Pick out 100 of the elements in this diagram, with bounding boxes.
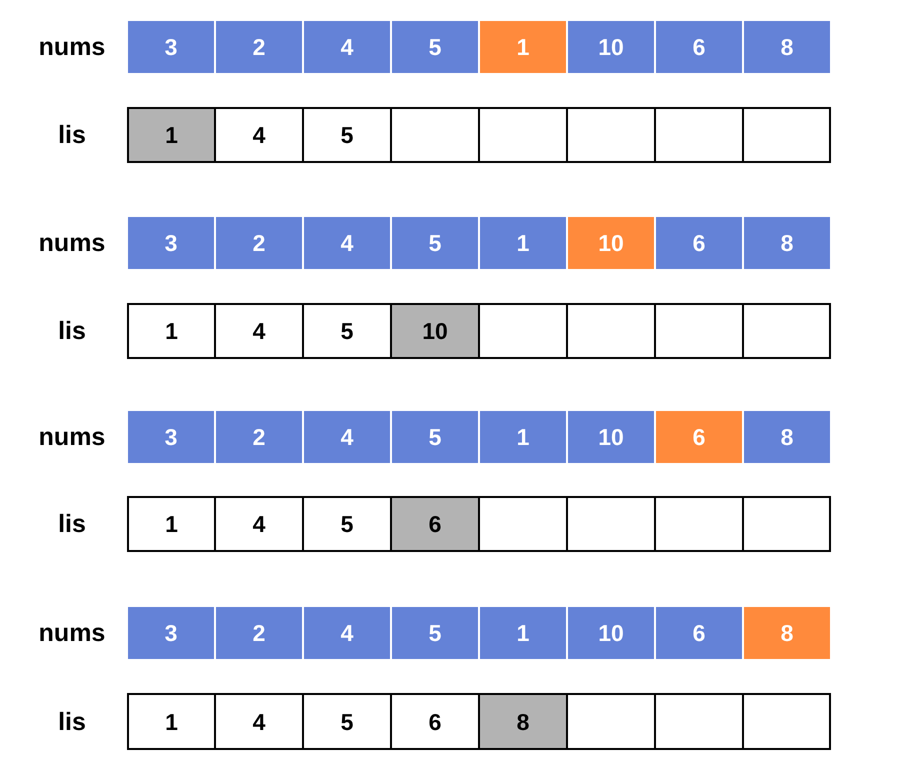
array-cell: [215, 20, 303, 74]
array-cell: [390, 496, 480, 552]
array-cell: [127, 410, 215, 464]
array-cell: [215, 216, 303, 270]
array-cell: [214, 693, 304, 750]
row-label: lis: [57, 120, 87, 150]
array-cell: [214, 496, 304, 552]
row-label: nums: [38, 228, 106, 258]
array-cell: [478, 107, 568, 163]
array-cell: [567, 216, 655, 270]
cell-value: 3: [164, 620, 178, 646]
array-cell: [655, 606, 743, 660]
array-cell: [743, 216, 831, 270]
array-cell: [479, 20, 567, 74]
array-cell: [654, 496, 744, 552]
cell-value: 1: [165, 318, 178, 344]
row-label: nums: [38, 618, 106, 648]
array-cell: [127, 606, 215, 660]
array-cell: [742, 496, 831, 552]
cell-value: 5: [428, 620, 442, 646]
array-cell: [743, 410, 831, 464]
cell-value: 5: [428, 230, 442, 256]
cell-value: 2: [252, 424, 266, 450]
array-cell: [127, 107, 216, 163]
cell-value: 3: [164, 230, 178, 256]
cell-value: 6: [692, 230, 706, 256]
array-cell: [390, 303, 480, 359]
array-cell: [567, 410, 655, 464]
cell-value: 5: [340, 122, 354, 148]
cell-value: 5: [340, 708, 354, 734]
array-cell: [303, 20, 391, 74]
array-cell: [567, 20, 655, 74]
array-cell: [391, 216, 479, 270]
array-cell: [302, 496, 392, 552]
row-label: lis: [57, 509, 87, 539]
cell-value: 5: [340, 511, 354, 537]
cell-value: 2: [252, 34, 266, 60]
cell-value: 5: [340, 318, 354, 344]
array-cell: [127, 693, 216, 750]
array-cell: [127, 216, 215, 270]
cell-value: 6: [692, 620, 706, 646]
array-cell: [127, 303, 216, 359]
cell-value: 8: [780, 424, 794, 450]
cell-value: 1: [516, 230, 530, 256]
cell-value: 10: [598, 34, 624, 60]
array-cell: [303, 410, 391, 464]
cell-value: 6: [692, 424, 706, 450]
array-cell: [214, 107, 304, 163]
array-cell: [479, 410, 567, 464]
cell-value: 10: [598, 230, 624, 256]
array-cell: [566, 107, 656, 163]
cell-value: 2: [252, 230, 266, 256]
array-cell: [478, 496, 568, 552]
array-cell: [303, 606, 391, 660]
cell-value: 4: [252, 122, 266, 148]
array-cell: [742, 693, 831, 750]
array-cell: [743, 606, 831, 660]
cell-value: 4: [340, 424, 354, 450]
cell-value: 1: [165, 511, 178, 537]
row-label: nums: [38, 32, 106, 62]
cell-value: 6: [428, 708, 442, 734]
cell-value: 10: [598, 620, 624, 646]
array-cell: [478, 693, 568, 750]
array-cell: [127, 496, 216, 552]
cell-value: 5: [428, 34, 442, 60]
array-cell: [654, 693, 744, 750]
array-cell: [479, 216, 567, 270]
cell-value: 3: [164, 424, 178, 450]
array-cell: [391, 20, 479, 74]
cell-value: 4: [252, 708, 266, 734]
cell-value: 8: [516, 708, 530, 734]
cell-value: 4: [252, 511, 266, 537]
array-cell: [742, 107, 831, 163]
array-cell: [478, 303, 568, 359]
array-cell: [655, 20, 743, 74]
array-cell: [391, 606, 479, 660]
array-cell: [214, 303, 304, 359]
cell-value: 4: [252, 318, 266, 344]
array-cell: [655, 216, 743, 270]
array-cell: [303, 216, 391, 270]
array-cell: [302, 303, 392, 359]
array-cell: [391, 410, 479, 464]
array-cell: [743, 20, 831, 74]
array-cell: [654, 303, 744, 359]
cell-value: 1: [516, 424, 530, 450]
array-cell: [566, 496, 656, 552]
cell-value: 10: [598, 424, 624, 450]
cell-value: 6: [428, 511, 442, 537]
array-cell: [127, 20, 215, 74]
cell-value: 6: [692, 34, 706, 60]
array-cell: [566, 693, 656, 750]
array-cell: [479, 606, 567, 660]
array-cell: [302, 107, 392, 163]
cell-value: 10: [422, 318, 448, 344]
cell-value: 2: [252, 620, 266, 646]
array-cell: [567, 606, 655, 660]
array-cell: [655, 410, 743, 464]
array-cell: [566, 303, 656, 359]
cell-value: 1: [165, 122, 178, 148]
cell-value: 5: [428, 424, 442, 450]
